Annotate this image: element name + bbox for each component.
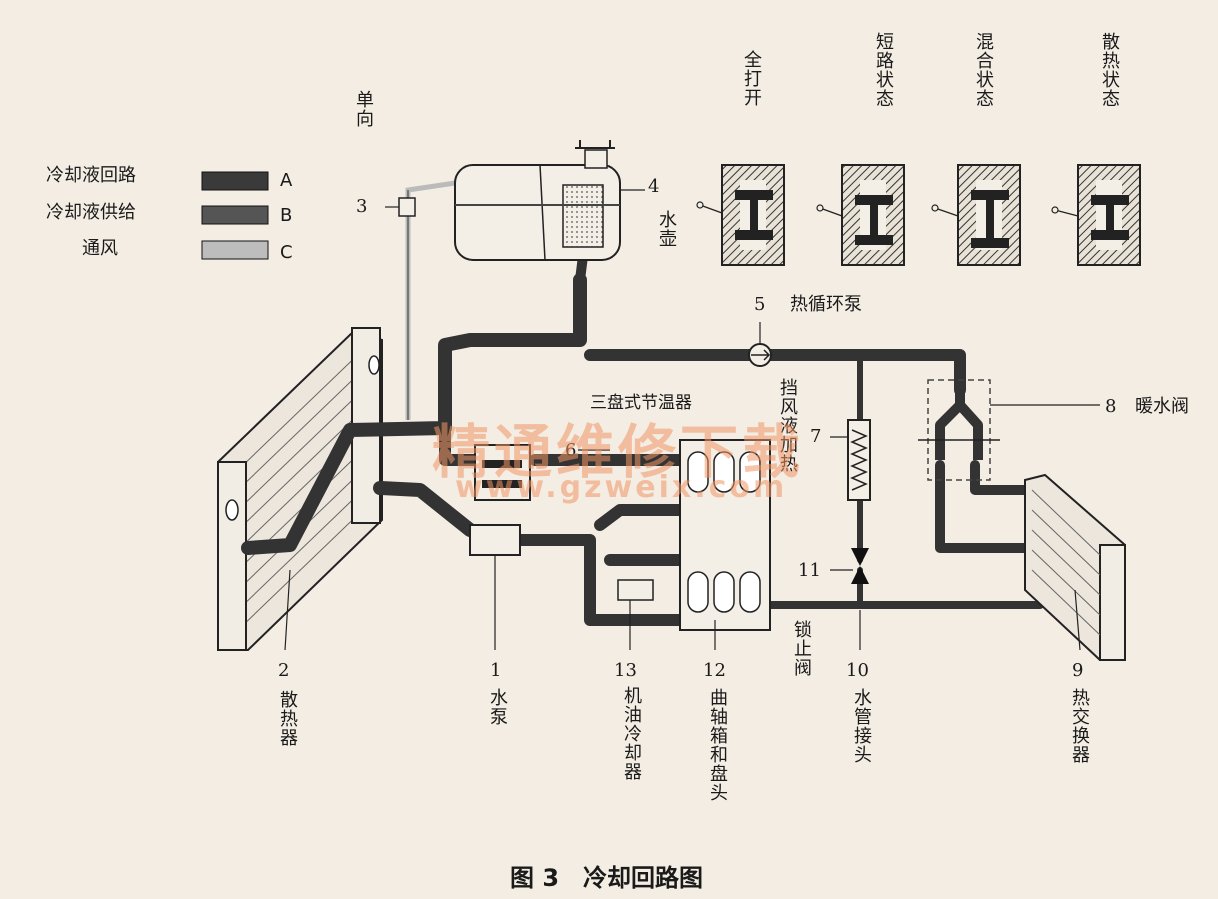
leader-dots — [696, 201, 1059, 214]
label-num-11: 11 — [798, 560, 821, 581]
state-icon-full-open — [721, 164, 785, 266]
legend-label-b: 冷却液供给 — [46, 202, 136, 223]
state-label-cooling: 散热状态 — [1099, 32, 1120, 108]
state-label-short-circuit: 短路状态 — [873, 32, 894, 108]
heat-exchanger — [1024, 473, 1126, 661]
label-num-7: 7 — [810, 426, 822, 447]
label-num-8: 8 — [1105, 396, 1117, 417]
legend-label-a: 冷却液回路 — [46, 165, 136, 186]
state-icon-mixed — [957, 164, 1021, 266]
one-way-label: 单向 — [353, 90, 374, 128]
flow-arrows — [851, 548, 869, 584]
lock-valve-label: 锁止阀 — [791, 620, 812, 677]
leader-lines — [284, 189, 1100, 651]
label-num-6: 6 — [565, 440, 577, 461]
oil-cooler — [617, 579, 654, 601]
water-tank-label: 水壶 — [656, 210, 677, 248]
watermark-url: www.gzweix.com — [455, 470, 788, 505]
windshield-heat-label: 挡风液加热 — [777, 378, 798, 473]
watermark-title: 精通维修下载 — [432, 418, 805, 486]
state-icon-short-circuit — [841, 164, 905, 266]
label-text-5: 热循环泵 — [790, 294, 862, 315]
label-text-9: 热交换器 — [1069, 688, 1090, 764]
water-pump — [469, 524, 521, 556]
legend-key-c: C — [280, 242, 293, 263]
thermostat — [474, 444, 531, 501]
label-text-13: 机油冷却器 — [621, 686, 642, 781]
state-label-mixed: 混合状态 — [973, 32, 994, 108]
label-num-12: 12 — [703, 660, 726, 681]
heat-circulation-pump — [748, 343, 772, 367]
label-text-12: 曲轴箱和盘头 — [707, 688, 728, 802]
one-way-valve — [398, 197, 416, 217]
engine-block — [679, 439, 771, 631]
thermostat-label: 三盘式节温器 — [590, 393, 692, 413]
label-num-5: 5 — [754, 294, 766, 315]
label-text-2: 散热器 — [277, 690, 298, 747]
label-text-8: 暖水阀 — [1135, 396, 1189, 417]
state-label-full-open: 全打开 — [741, 50, 762, 107]
expansion-tank — [454, 140, 621, 261]
label-text-1: 水泵 — [487, 688, 508, 726]
legend-key-a: A — [280, 170, 293, 191]
legend-swatches — [201, 171, 269, 260]
label-num-3: 3 — [356, 196, 368, 217]
legend-key-b: B — [280, 205, 293, 226]
washer-fluid-heater — [847, 419, 871, 501]
radiator — [217, 327, 383, 651]
state-icon-cooling — [1077, 164, 1141, 266]
label-num-10: 10 — [846, 660, 869, 681]
label-num-4: 4 — [648, 176, 660, 197]
heater-valve — [918, 379, 1000, 481]
legend-label-c: 通风 — [82, 238, 118, 259]
figure-caption: 图 3 冷却回路图 — [510, 864, 704, 892]
label-num-13: 13 — [614, 660, 637, 681]
label-num-9: 9 — [1072, 660, 1084, 681]
label-num-2: 2 — [278, 660, 290, 681]
label-text-10: 水管接头 — [851, 688, 872, 764]
coolant-pipes — [241, 235, 1100, 626]
label-num-1: 1 — [490, 660, 502, 681]
